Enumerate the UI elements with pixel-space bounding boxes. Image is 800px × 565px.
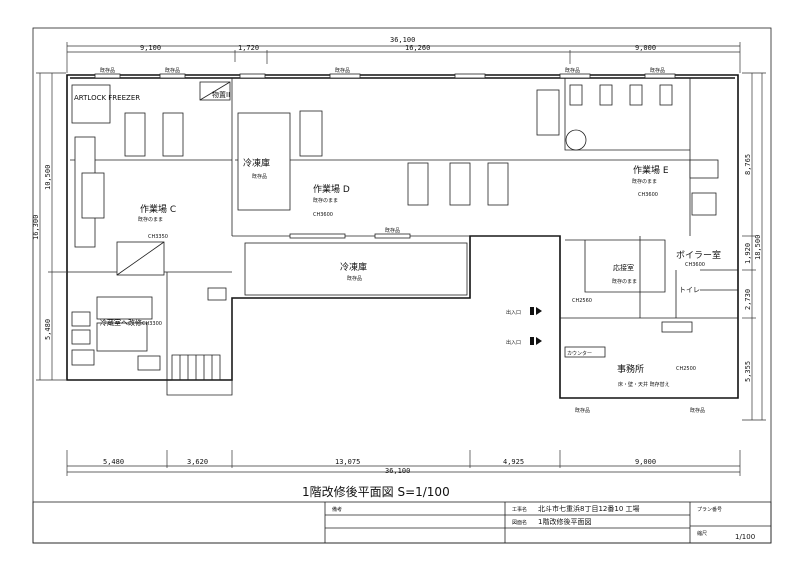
room-boiler-name: ボイラー室 xyxy=(676,249,721,261)
dim-left-2: 16,300 xyxy=(32,215,40,240)
left-dimensions: 10,500 16,300 5,480 xyxy=(32,72,66,381)
plan-number-label: プラン番号 xyxy=(697,506,722,513)
room-cold-name: 冷蔵室へ改修 xyxy=(100,318,142,327)
room-cold-ch: CH3300 xyxy=(142,321,162,327)
window-label: 既存品 xyxy=(565,67,580,74)
room-freezer-2-name: 冷凍庫 xyxy=(340,261,367,273)
room-boiler-ch: CH3600 xyxy=(685,262,705,268)
dim-top-3: 16,260 xyxy=(405,44,430,52)
room-freezer-1-note: 既存品 xyxy=(252,173,267,180)
dim-top-4: 9,000 xyxy=(635,44,656,52)
window-label: 既存品 xyxy=(100,67,115,74)
dim-bottom-5: 9,000 xyxy=(635,458,656,466)
room-reception-note: 既存のまま xyxy=(612,278,637,285)
entrance-arrow-icon xyxy=(530,307,542,345)
remarks-label: 備考 xyxy=(332,506,342,513)
bottom-dimensions: 5,480 3,620 13,075 4,925 9,000 36,100 xyxy=(66,450,741,476)
dim-right-4: 2,730 xyxy=(744,289,752,310)
window-label: 既存品 xyxy=(690,407,705,414)
hall-ch: CH2560 xyxy=(572,298,592,304)
dim-right-5: 5,355 xyxy=(744,361,752,382)
room-labels: ARTLOCK FREEZER 作業場 C 既存のまま CH3350 冷凍庫 既… xyxy=(74,90,721,388)
window-label: 既存品 xyxy=(650,67,665,74)
room-toilet: トイレ xyxy=(679,286,700,294)
room-office-note: 床・壁・天井 既存替え xyxy=(618,381,670,388)
entrance-1-label: 出入口 xyxy=(506,309,521,316)
window-label: 既存品 xyxy=(575,407,590,414)
dim-top-total: 36,100 xyxy=(390,36,415,44)
scale-value: 1/100 xyxy=(735,533,755,541)
room-work-d-note: 既存のまま xyxy=(313,197,338,204)
dim-bottom-total: 36,100 xyxy=(385,467,410,475)
entrance-2-label: 出入口 xyxy=(506,339,521,346)
room-work-e-ch: CH3600 xyxy=(638,192,658,198)
window-label: 既存品 xyxy=(335,67,350,74)
dim-right-3: 1,920 xyxy=(744,243,752,264)
dim-left-3: 5,480 xyxy=(44,319,52,340)
right-dimensions: 8,765 18,500 1,920 2,730 5,355 xyxy=(742,72,766,421)
dim-right-2: 18,500 xyxy=(754,235,762,260)
dim-bottom-2: 3,620 xyxy=(187,458,208,466)
dim-right-1: 8,765 xyxy=(744,154,752,175)
scale-label: 縮尺 xyxy=(697,530,707,537)
room-work-c-note: 既存のまま xyxy=(138,216,163,223)
project-label: 工事名 xyxy=(512,506,527,513)
room-work-c-ch: CH3350 xyxy=(148,234,168,240)
room-work-e-name: 作業場 E xyxy=(633,164,669,176)
window-label: 既存品 xyxy=(385,227,400,234)
drawing-title: 1階改修後平面図 S=1/100 xyxy=(302,484,450,499)
windows: 既存品 既存品 既存品 既存品 既存品 既存品 既存品 既存品 xyxy=(94,67,705,414)
room-freezer-2-note: 既存品 xyxy=(347,275,362,282)
drawing-name-label: 図面名 xyxy=(512,519,527,526)
project-value: 北斗市七重浜8丁目12番10 工場 xyxy=(538,504,640,513)
dim-bottom-3: 13,075 xyxy=(335,458,360,466)
dim-top-2: 1,720 xyxy=(238,44,259,52)
room-work-d-ch: CH3600 xyxy=(313,212,333,218)
equipment xyxy=(71,81,719,381)
room-office-name: 事務所 xyxy=(617,363,644,375)
room-office-ch: CH2500 xyxy=(676,366,696,372)
room-storage-label: 物置II xyxy=(212,90,230,99)
dim-bottom-4: 4,925 xyxy=(503,458,524,466)
top-dimensions: 36,100 9,100 1,720 16,260 9,000 xyxy=(66,36,741,73)
counter-label: カウンター xyxy=(567,350,592,357)
room-reception-name: 応接室 xyxy=(613,263,634,272)
room-freezer-1-name: 冷凍庫 xyxy=(243,157,270,169)
room-work-e-note: 既存のまま xyxy=(632,178,657,185)
dim-bottom-1: 5,480 xyxy=(103,458,124,466)
freezer-unit-label: ARTLOCK FREEZER xyxy=(74,94,140,102)
drawing-name-value: 1階改修後平面図 xyxy=(538,517,591,526)
room-work-d-name: 作業場 D xyxy=(313,183,350,195)
dim-left-1: 10,500 xyxy=(44,165,52,190)
window-label: 既存品 xyxy=(165,67,180,74)
dim-top-1: 9,100 xyxy=(140,44,161,52)
room-work-c-name: 作業場 C xyxy=(140,203,176,215)
title-block: 備考 工事名 北斗市七重浜8丁目12番10 工場 図面名 1階改修後平面図 プラ… xyxy=(32,501,772,544)
